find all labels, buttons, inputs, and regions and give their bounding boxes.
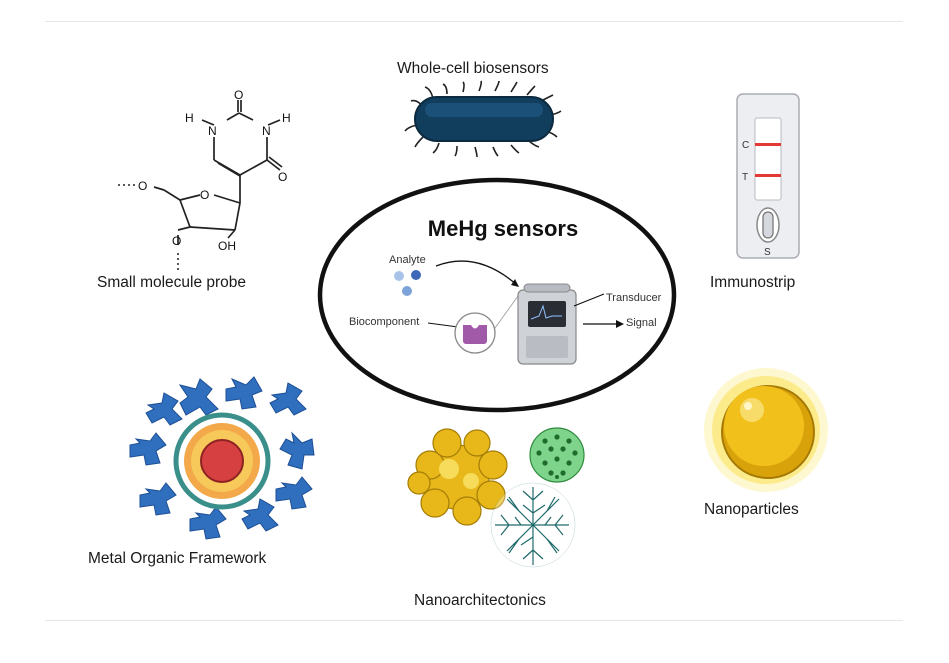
molecule-atom-n2: N: [262, 124, 271, 138]
small-molecule-probe-label: Small molecule probe: [97, 274, 247, 291]
whole-cell-biosensors-label: Whole-cell biosensors: [397, 60, 549, 77]
strip-test-label: T: [742, 172, 748, 183]
nanoarchitectonics-label: Nanoarchitectonics: [414, 592, 546, 609]
strip-sample-label: S: [764, 247, 771, 258]
immunostrip-label: Immunostrip: [710, 274, 796, 291]
molecule-atom-o-sub: O: [172, 234, 181, 248]
molecule-atom-o-ring: O: [200, 188, 209, 202]
nanoparticles-label: Nanoparticles: [704, 501, 799, 518]
analyte-label: Analyte: [389, 254, 426, 266]
bacterium-icon: [404, 80, 562, 158]
nanoarchitectonics-illustration: [407, 427, 585, 568]
molecule-atom-o1: O: [234, 88, 243, 102]
mehg-sensors-title: MeHg sensors: [428, 216, 578, 241]
small-molecule-structure: H N O N H O O O O OH: [118, 88, 291, 271]
mof-illustration: [129, 376, 315, 540]
molecule-atom-n1: N: [208, 124, 217, 138]
molecule-atom-oh: OH: [218, 239, 236, 253]
top-divider: [45, 21, 903, 22]
mehg-sensors-ellipse: MeHg sensors: [317, 177, 677, 413]
nanoparticle-illustration: [704, 368, 828, 492]
immunostrip-icon: C T S: [736, 93, 800, 259]
molecule-atom-o-ester: O: [138, 179, 147, 193]
signal-label: Signal: [626, 317, 657, 329]
mof-label: Metal Organic Framework: [88, 550, 267, 567]
molecule-atom-h2: H: [282, 111, 291, 125]
molecule-atom-o2: O: [278, 170, 287, 184]
molecule-atom-h1: H: [185, 111, 194, 125]
biocomponent-label: Biocomponent: [349, 316, 420, 328]
transducer-label: Transducer: [606, 292, 662, 304]
bottom-divider: [45, 620, 903, 621]
strip-control-label: C: [742, 140, 749, 151]
